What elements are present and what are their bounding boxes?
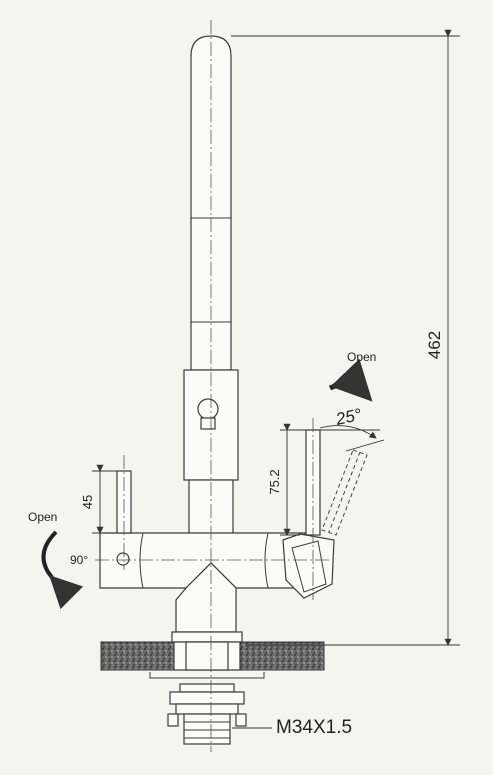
total-height-dimension bbox=[231, 29, 460, 646]
side-lever-rotated-ghost bbox=[321, 449, 368, 536]
mounting-assembly bbox=[149, 672, 265, 745]
side-lever-height-value: 75.2 bbox=[267, 469, 282, 494]
open-side-arrow bbox=[328, 358, 373, 402]
thread-label: M34X1.5 bbox=[276, 717, 352, 738]
open-front-label: Open bbox=[28, 510, 57, 524]
base-neck bbox=[171, 562, 243, 643]
angle-value: 25° bbox=[333, 405, 363, 429]
open-side-label: Open bbox=[347, 350, 376, 364]
center-lines bbox=[95, 20, 330, 752]
front-rotation-value: 90° bbox=[70, 553, 88, 567]
front-lever-height-dimension bbox=[92, 464, 118, 534]
angle-dimension bbox=[313, 425, 385, 452]
front-lever-height-value: 45 bbox=[80, 495, 95, 509]
total-height-value: 462 bbox=[425, 331, 444, 359]
side-lever-height-dimension bbox=[280, 423, 306, 536]
open-front-arrow bbox=[41, 530, 84, 610]
side-lever bbox=[282, 429, 335, 599]
